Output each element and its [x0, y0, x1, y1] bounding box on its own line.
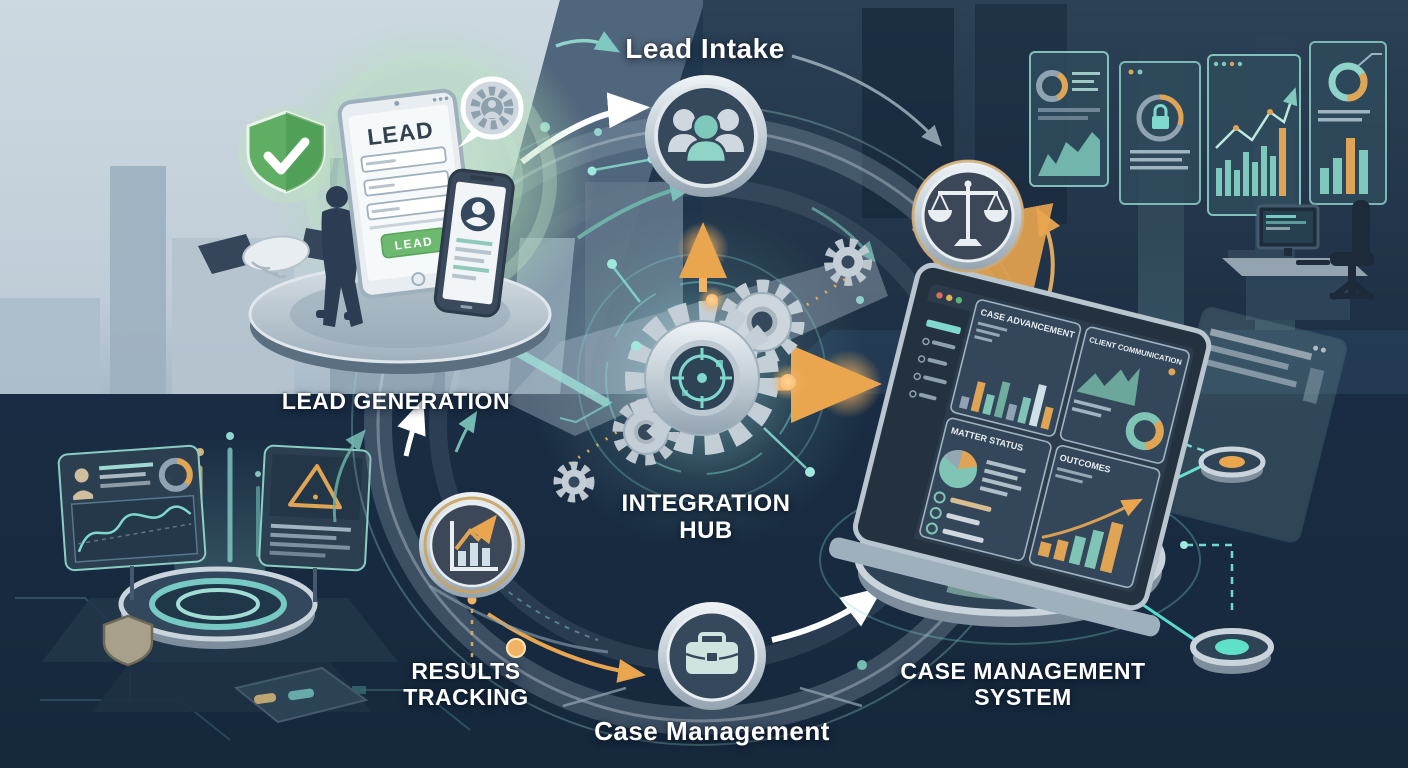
- gear-small-lower: [553, 461, 595, 503]
- hologram-scene: [15, 432, 471, 741]
- area-chart-icon: [1038, 132, 1100, 176]
- label-integration-hub: INTEGRATION HUB: [621, 490, 791, 544]
- bar-chart-icon: [1216, 128, 1286, 196]
- holo-panel-lock: [1119, 61, 1201, 205]
- dashboard-sidebar[interactable]: [870, 300, 971, 539]
- legal-review-node: [911, 159, 1025, 273]
- pie-chart-icon: [939, 450, 978, 489]
- scales-of-justice-icon: [928, 180, 1008, 246]
- area-chart-icon: [1076, 368, 1140, 406]
- monitor-icon: [1256, 204, 1330, 265]
- label-case-management: Case Management: [594, 716, 830, 746]
- form-field[interactable]: [360, 146, 447, 173]
- case-management-scene: CASE ADVANCEMENT CLIENT COMMUNICATION: [819, 262, 1347, 645]
- gears-icon: [553, 238, 872, 503]
- gear-small-upper: [824, 238, 872, 286]
- office-desk: [1222, 200, 1374, 320]
- disc-node-teal: [1190, 628, 1274, 674]
- tablet-slab: [233, 666, 369, 724]
- lead-generation-scene: LEAD LEAD: [198, 15, 595, 374]
- label-case-management-system: CASE MANAGEMENT SYSTEM: [900, 658, 1146, 710]
- holo-panel-profile-chart: [57, 444, 207, 572]
- panel-outcomes[interactable]: OUTCOMES: [1028, 444, 1161, 589]
- contact-phone: [433, 168, 515, 318]
- books: [1228, 250, 1256, 258]
- label-lead-intake: Lead Intake: [625, 33, 785, 64]
- results-tracking-node: [419, 492, 525, 598]
- warning-triangle-icon: [288, 464, 342, 510]
- avatar: [460, 197, 495, 232]
- shield-icon: [102, 614, 154, 667]
- people-group-icon: [668, 109, 744, 164]
- line-chart-icon: [1215, 87, 1298, 149]
- panel-matter-status[interactable]: MATTER STATUS: [919, 417, 1052, 561]
- office-chair: [1330, 200, 1374, 301]
- lead-form-tablet: LEAD LEAD: [337, 88, 479, 299]
- home-button[interactable]: [411, 272, 426, 287]
- briefcase-icon: [685, 632, 739, 674]
- checklist: [925, 491, 992, 543]
- disc-node-orange: [1198, 446, 1266, 483]
- holo-panel-summary: [1309, 41, 1387, 205]
- lock-icon: [1152, 104, 1169, 129]
- bar-chart-icon: [958, 381, 1054, 430]
- handshake-icon: [198, 228, 352, 278]
- person-figure: [316, 186, 374, 327]
- lead-intake-node: [645, 75, 767, 197]
- gear-large: [625, 301, 779, 455]
- holo-panel-donut-area: [1029, 51, 1109, 187]
- trend-arrow-icon: [1041, 498, 1143, 539]
- shield-check-icon: [238, 107, 334, 203]
- case-management-node: [658, 602, 766, 710]
- case-dashboard-laptop: CASE ADVANCEMENT CLIENT COMMUNICATION: [829, 262, 1212, 637]
- growth-chart-icon: [450, 514, 498, 571]
- panel-client-communication[interactable]: CLIENT COMMUNICATION: [1059, 326, 1190, 464]
- lead-button-label: LEAD: [394, 234, 434, 253]
- rising-bar-chart-icon: [1037, 521, 1124, 574]
- label-results-tracking: RESULTS TRACKING: [403, 658, 529, 710]
- label-lead-generation: LEAD GENERATION: [281, 388, 511, 414]
- avatar: [73, 468, 94, 501]
- line-chart-icon: [77, 505, 192, 553]
- laptop-base: [829, 537, 1161, 637]
- gear-person-bubble-icon: [458, 76, 524, 148]
- hologram-pad: [118, 566, 318, 649]
- lead-submit-button[interactable]: LEAD: [380, 227, 448, 259]
- form-field[interactable]: [363, 170, 450, 197]
- holo-panel-trend: [1207, 54, 1301, 216]
